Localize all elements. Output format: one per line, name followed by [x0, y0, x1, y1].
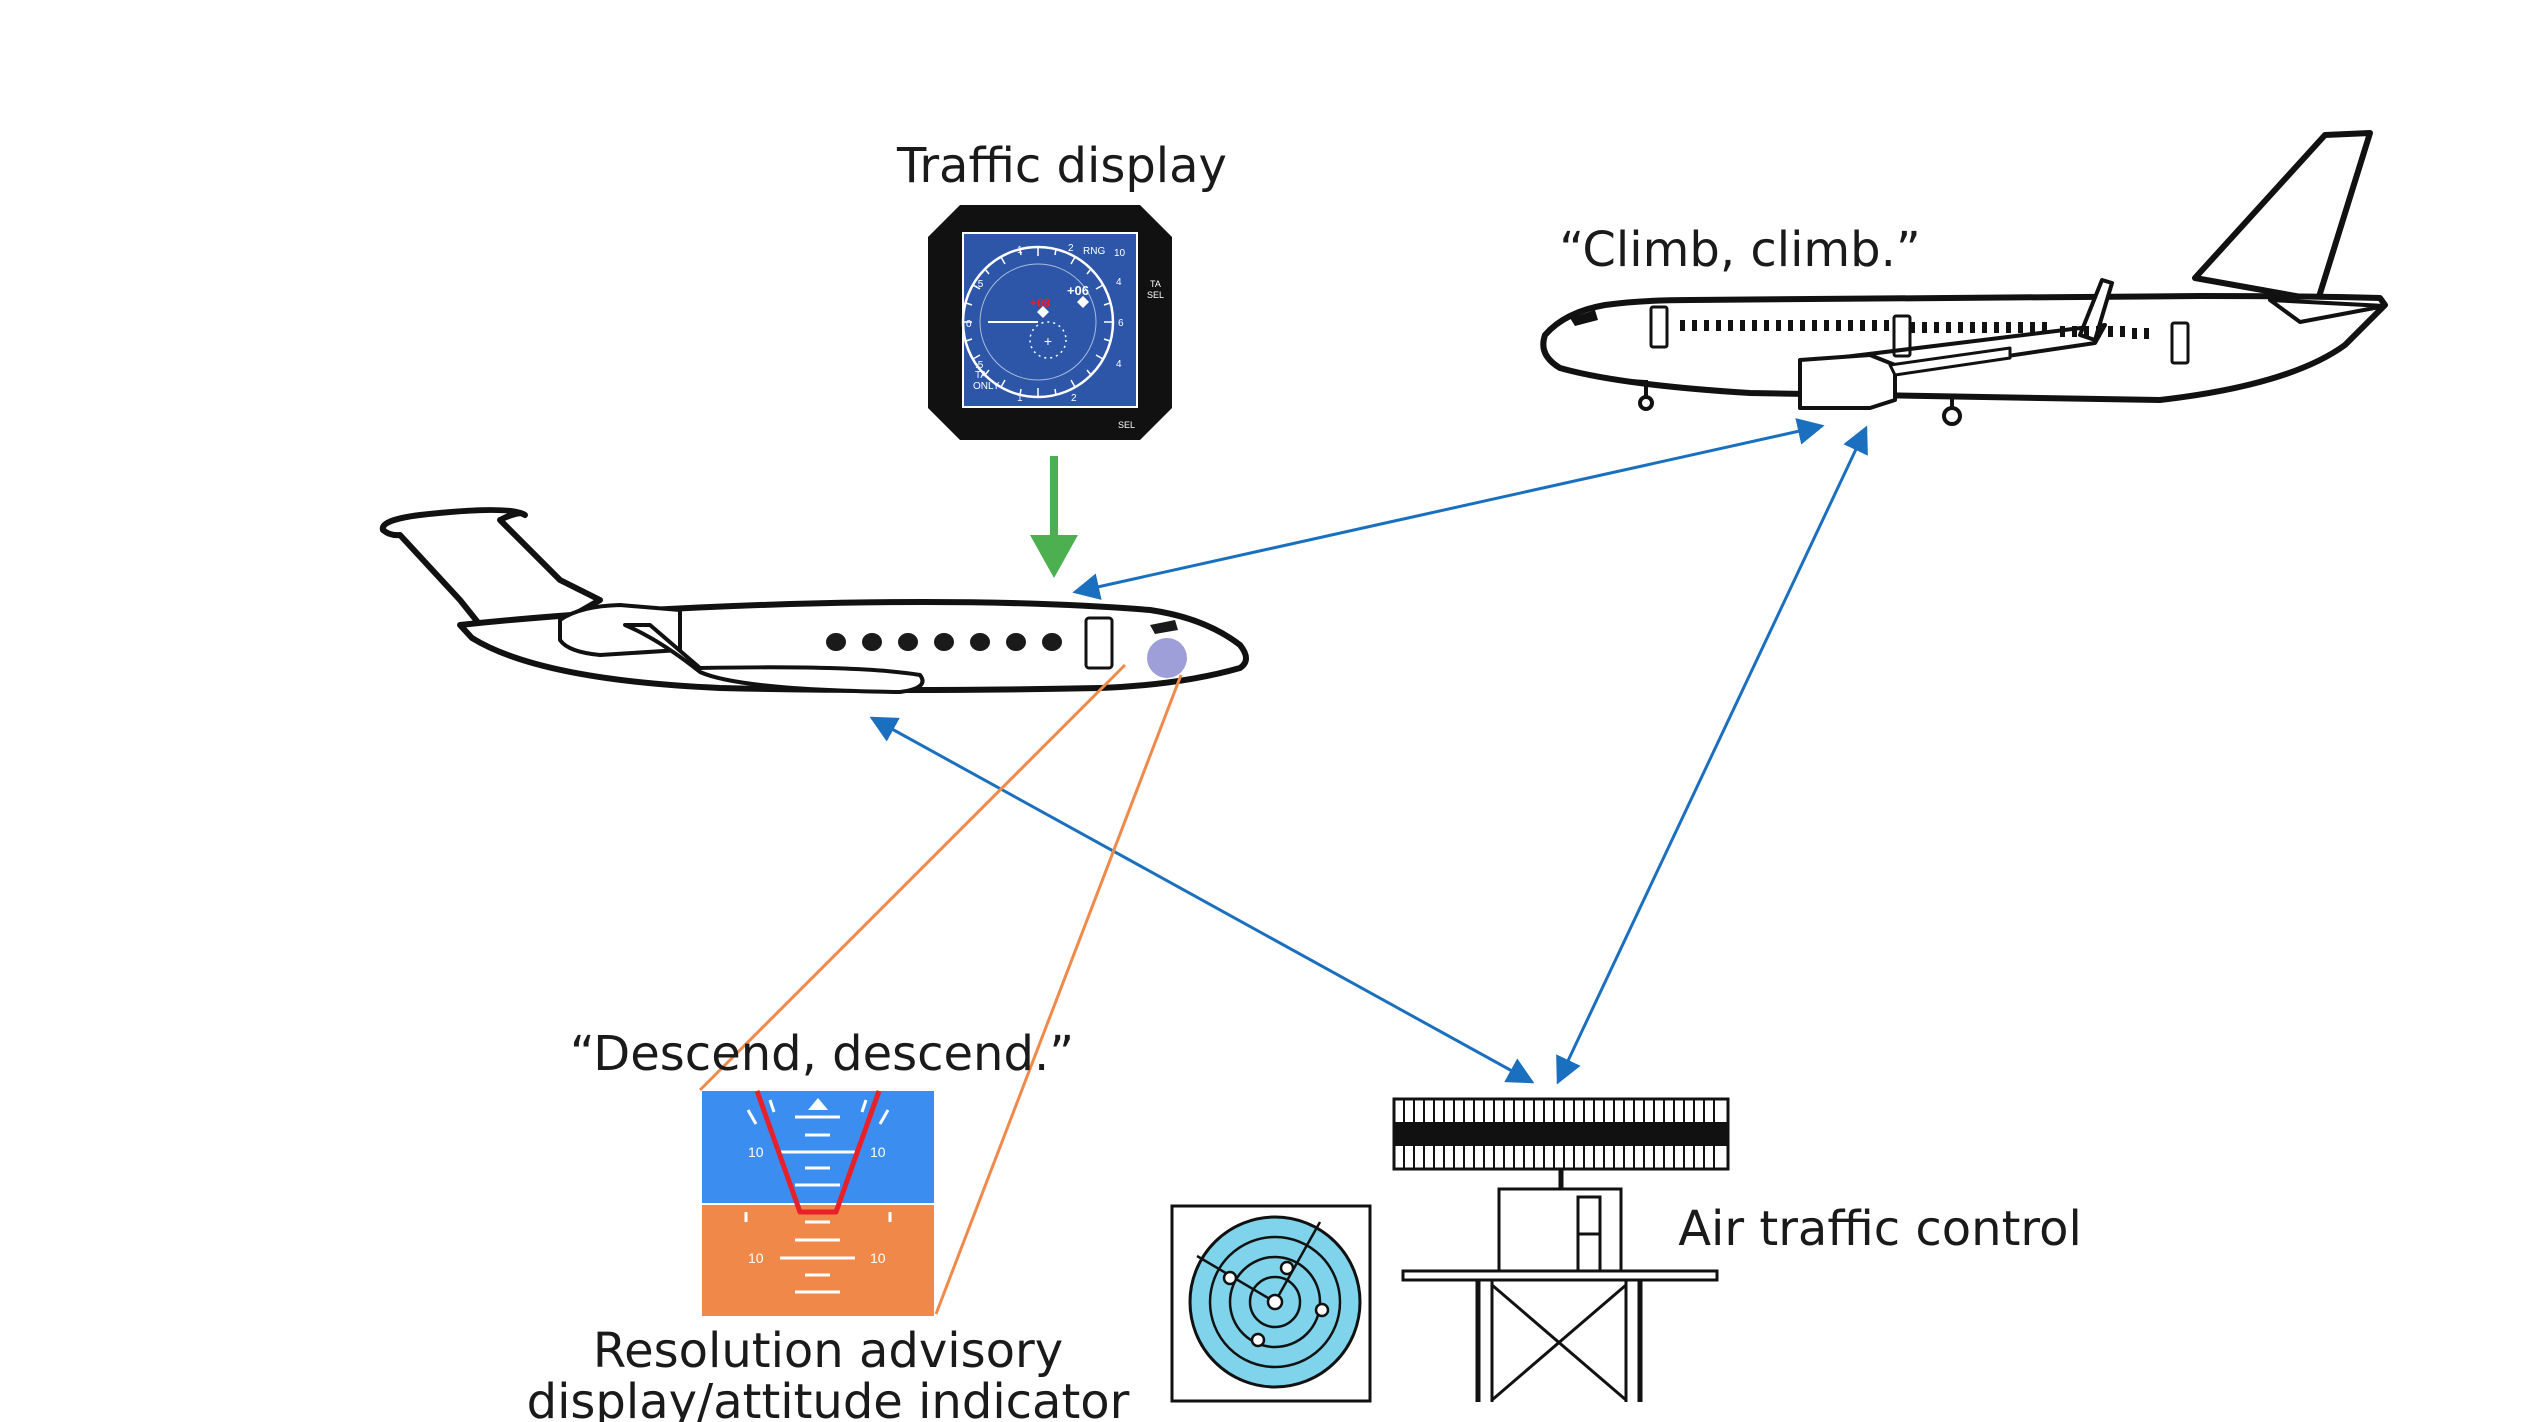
scale-label-rng: RNG [1083, 246, 1105, 257]
scale-label-half-low: .5 [975, 360, 984, 371]
ra-label-line1: Resolution advisory [593, 1323, 1063, 1379]
scale-label-bottom-2: 2 [1071, 393, 1077, 404]
link-jet-airliner [1072, 418, 1825, 600]
airliner-doors [1649, 305, 2190, 365]
ra-sensor-dot [1147, 638, 1187, 678]
scale-label-6: 6 [1118, 318, 1124, 329]
business-jet-windows [826, 620, 1178, 651]
radar-scope-icon [1170, 1204, 1372, 1403]
ra-label-line2: display/attitude indicator [527, 1374, 1130, 1422]
sel-label: SEL [1118, 420, 1135, 430]
traffic-target-white-label: +06 [1067, 283, 1089, 298]
scale-label-10: 10 [1114, 248, 1126, 259]
traffic-target-red-label: +08 [1030, 296, 1051, 310]
scale-label-4b: 4 [1116, 359, 1122, 370]
pitch-label-left-up: 10 [748, 1144, 764, 1160]
descend-quote: “Descend, descend.” [570, 1026, 1074, 1082]
climb-quote: “Climb, climb.” [1559, 222, 1921, 278]
ra-red-zone [754, 1090, 882, 1215]
scale-label-1: 1 [1017, 245, 1023, 256]
traffic-display-instrument: + +08 +06 1 2 RNG 10 .5 0 .5 1 2 4 6 4 T… [928, 205, 1172, 440]
display-to-aircraft-arrow [1030, 456, 1078, 578]
scale-label-half: .5 [975, 279, 984, 290]
pitch-label-right-down: 10 [870, 1250, 886, 1266]
atc-label: Air traffic control [1678, 1201, 2082, 1257]
radar-antenna-icon [1392, 1097, 1730, 1189]
ta-only-line2: ONLY [973, 381, 1000, 392]
svg-text:+: + [1044, 333, 1052, 349]
scale-label-4: 4 [1116, 277, 1122, 288]
attitude-indicator: 10 10 10 10 [702, 1090, 934, 1316]
scale-label-bottom-1: 1 [1017, 393, 1023, 404]
pitch-label-left-down: 10 [748, 1250, 764, 1266]
ta-sel-line1: TA [1150, 279, 1161, 289]
communication-links [869, 418, 1868, 1085]
business-jet-icon [379, 507, 1249, 694]
traffic-target-white-icon [1077, 296, 1089, 308]
ra-callout-lines [698, 663, 1183, 1315]
link-jet-atc [869, 716, 1535, 1084]
pitch-label-right-up: 10 [870, 1144, 886, 1160]
atc-tower-icon [1401, 1187, 1719, 1402]
ta-sel-line2: SEL [1147, 290, 1164, 300]
business-jet-door [1084, 616, 1114, 670]
airliner-landing-gear [1614, 378, 1962, 426]
airliner-details [1570, 310, 2149, 339]
traffic-target-red-icon [1037, 306, 1049, 318]
traffic-display-label: Traffic display [896, 138, 1227, 194]
link-airliner-atc [1556, 425, 1868, 1085]
scale-label-0: 0 [966, 319, 972, 330]
scale-label-2: 2 [1068, 243, 1074, 254]
ta-only-line1: TA [975, 370, 987, 381]
